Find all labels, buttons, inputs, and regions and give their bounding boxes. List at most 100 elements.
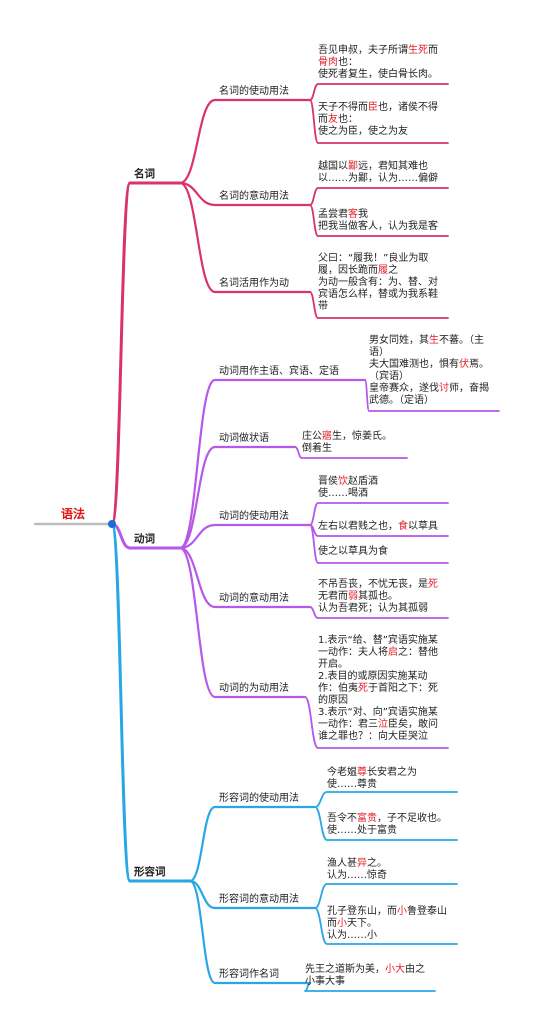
highlighted-word: 伏 (459, 359, 469, 370)
text-segment: 焉。 (469, 359, 489, 370)
text-segment: 3.表示“对、向”宾语实施某 (318, 707, 438, 718)
branch-connector (110, 181, 132, 526)
text-segment: 为动一般含有：为、替、对 (318, 277, 438, 288)
topic-connector (179, 546, 216, 609)
highlighted-word: 弱 (348, 591, 358, 602)
highlighted-word: 启 (388, 647, 398, 658)
leaf-connector (314, 883, 328, 909)
highlighted-word: 寤 (322, 431, 332, 442)
text-segment: 于首阳之下：死 (368, 683, 438, 694)
leaf-note: 左右以君贱之也，食以草具 (318, 521, 452, 533)
leaf-line: 宾语怎么样，替或为我系鞋 (318, 289, 452, 301)
text-segment: 男女同姓，其 (369, 335, 429, 346)
topic-label: 动词用作主语、宾语、定语 (219, 366, 339, 377)
leaf-line: 开启。 (318, 659, 452, 671)
topic-connector (179, 181, 216, 294)
highlighted-word: 友 (328, 114, 338, 125)
text-segment: 也： (338, 114, 358, 125)
text-segment: 无君而 (318, 591, 348, 602)
topic-label: 动词的使动用法 (219, 511, 289, 522)
text-segment: 之：替他 (398, 647, 438, 658)
branch-label: 名词 (134, 168, 155, 180)
leaf-line: 1.表示“给、替”宾语实施某 (318, 635, 452, 647)
leaf-line: 先王之道斯为美，小大由之 (305, 964, 439, 976)
highlighted-word: 鄙 (348, 161, 358, 172)
text-segment: 而 (318, 114, 328, 125)
text-segment: 也： (338, 57, 358, 68)
topic-connector (179, 546, 216, 699)
highlighted-word: 异 (357, 858, 367, 869)
topic-label: 动词做状语 (219, 433, 269, 444)
text-segment: ，子不足收也。 (377, 813, 447, 824)
text-segment: 越国以 (318, 161, 348, 172)
text-segment: 使之以草具为食 (318, 546, 388, 557)
highlighted-word: 客 (348, 209, 358, 220)
branch-label: 动词 (134, 533, 155, 545)
leaf-line: 认为……小 (327, 930, 461, 942)
branch-connector (110, 522, 132, 883)
highlighted-word: 小 (397, 906, 407, 917)
text-segment: 使之为臣，使之为友 (318, 126, 408, 137)
highlighted-word: 食 (398, 521, 408, 532)
text-segment: 开启。 (318, 659, 348, 670)
text-segment: 一动作：君三 (318, 719, 378, 730)
topic-label: 名词活用作为动 (219, 278, 289, 289)
leaf-connector (309, 99, 319, 144)
topic-label: 形容词的意动用法 (219, 894, 299, 905)
text-segment: 左右以君贱之也， (318, 521, 398, 532)
leaf-note: 1.表示“给、替”宾语实施某一动作：夫人将启之：替他开启。2.表目的或原因实施某… (318, 635, 452, 743)
leaf-line: 吾见申叔，夫子所谓生死而 (318, 45, 452, 57)
highlighted-word: 骨肉 (318, 57, 338, 68)
leaf-line: 的原因 (318, 695, 452, 707)
text-segment: 使死者复生，使白骨长肉。 (318, 69, 438, 80)
leaf-line: 2.表目的或原因实施某动 (318, 671, 452, 683)
leaf-note: 庄公寤生，惊姜氏。倒着生 (302, 431, 411, 455)
text-segment: 把我当做客人，认为我是客 (318, 221, 438, 232)
topic-connector (179, 378, 216, 550)
highlighted-word: 富贵 (357, 813, 377, 824)
root-hub-dot (108, 520, 116, 528)
highlighted-word: 饮 (338, 476, 348, 487)
topic-label: 动词的意动用法 (219, 593, 289, 604)
text-segment: 谁之罪也？：向大臣哭泣 (318, 731, 428, 742)
leaf-line: 为动一般含有：为、替、对 (318, 277, 452, 289)
highlighted-word: 生死 (408, 45, 428, 56)
text-segment: 由之 (405, 964, 425, 975)
leaf-connector (314, 791, 328, 808)
leaf-line: 父曰：“履我！”良业为取 (318, 253, 452, 265)
leaf-note: 孟尝君客我把我当做客人，认为我是客 (318, 209, 452, 233)
leaf-line: 履，因长跪而履之 (318, 265, 452, 277)
leaf-connector (309, 606, 319, 619)
text-segment: 而 (327, 918, 337, 929)
leaf-line: 使死者复生，使白骨长肉。 (318, 69, 452, 81)
leaf-line: 孟尝君客我 (318, 209, 452, 221)
topic-label: 名词的意动用法 (219, 191, 289, 202)
leaf-connector (309, 291, 319, 319)
leaf-connector (309, 83, 319, 101)
leaf-line: 吾令不富贵，子不足收也。 (327, 813, 461, 825)
text-segment: 武德。（定语） (369, 395, 434, 406)
text-segment: 其孤也。 (358, 591, 398, 602)
text-segment: 臣矣，敢问 (388, 719, 438, 730)
text-segment: 晋侯 (318, 476, 338, 487)
text-segment: 以……为鄙，认为……偏僻 (318, 173, 438, 184)
leaf-line: 夫大国难测也，惧有伏焉。 (369, 359, 503, 371)
leaf-line: 作：伯夷死于首阳之下：死 (318, 683, 452, 695)
leaf-line: 越国以鄙远，君知其难也 (318, 161, 452, 173)
highlighted-word: 小 (337, 918, 347, 929)
text-segment: 吾令不 (327, 813, 357, 824)
leaf-note: 先王之道斯为美，小大由之小事大事 (305, 964, 439, 988)
leaf-line: 而小天下。 (327, 918, 461, 930)
leaf-line: 使……处于富贵 (327, 825, 461, 837)
highlighted-word: 小大 (385, 964, 405, 975)
topic-label: 动词的为动用法 (219, 683, 289, 694)
text-segment: 2.表目的或原因实施某动 (318, 671, 428, 682)
leaf-line: 不吊吾丧，不忧无丧，是死 (318, 579, 452, 591)
text-segment: 认为……小 (327, 930, 377, 941)
leaf-line: 使之为臣，使之为友 (318, 126, 452, 138)
text-segment: 生，惊姜氏。 (332, 431, 392, 442)
leaf-line: 使之以草具为食 (318, 546, 452, 558)
text-segment: 的原因 (318, 695, 348, 706)
text-segment: 1.表示“给、替”宾语实施某 (318, 635, 438, 646)
